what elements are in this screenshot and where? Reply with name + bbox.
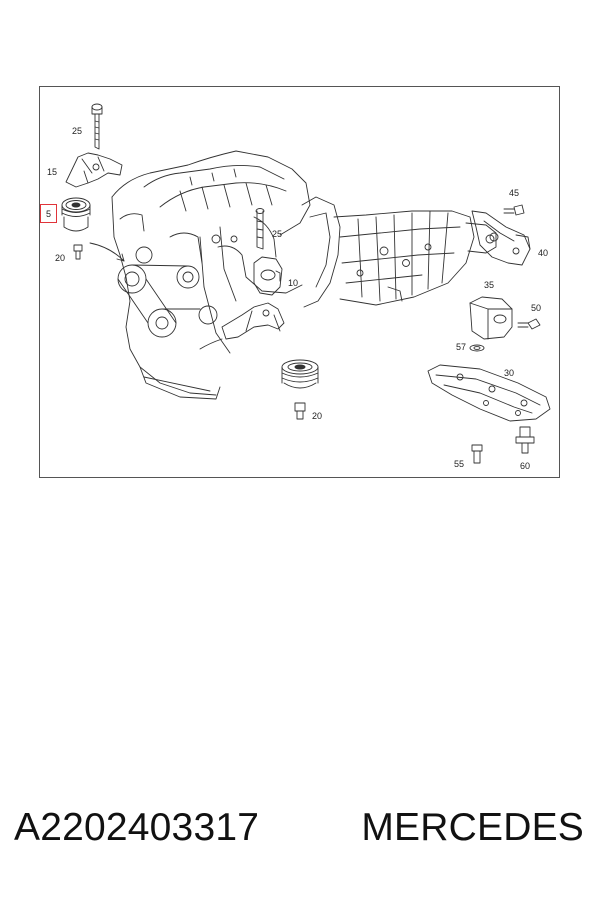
bolt-20-center <box>294 402 306 420</box>
callout-20-center: 20 <box>312 411 323 421</box>
crossmember-30 <box>427 364 551 422</box>
brand-name: MERCEDES <box>361 806 584 849</box>
callout-45: 45 <box>509 188 520 198</box>
callout-40: 40 <box>538 248 549 258</box>
callout-55: 55 <box>454 459 465 469</box>
center-mount <box>281 359 319 389</box>
callout-30: 30 <box>504 368 515 378</box>
engine-bracket <box>199 302 285 350</box>
washer-57 <box>469 344 485 352</box>
engine-mount-5 <box>61 197 91 232</box>
bracket-15 <box>65 152 123 188</box>
mount-arrow <box>89 242 125 262</box>
bolt-25-middle <box>255 208 265 250</box>
callout-10: 10 <box>288 278 299 288</box>
bolt-55 <box>471 444 483 464</box>
bolt-50 <box>517 318 541 330</box>
transmission-bracket-40 <box>471 210 531 266</box>
bolt-25-top <box>91 103 103 150</box>
callout-5: 5 <box>46 209 52 219</box>
exploded-view-drawing <box>61 103 551 464</box>
callout-60: 60 <box>520 461 531 471</box>
product-caption: A2202403317 MERCEDES <box>0 806 600 856</box>
bolt-45 <box>503 204 525 216</box>
engine-block <box>111 150 311 400</box>
highlight-callout-5[interactable] <box>40 204 57 223</box>
bolt-20-left <box>73 244 83 260</box>
callout-35: 35 <box>484 280 495 290</box>
bolt-60 <box>515 426 535 454</box>
callout-20-left: 20 <box>55 253 66 263</box>
callout-25-middle: 25 <box>272 229 283 239</box>
callout-50: 50 <box>531 303 542 313</box>
transmission-mount-35 <box>469 296 513 340</box>
engine-mount-10 <box>253 256 283 296</box>
part-number: A2202403317 <box>14 806 260 849</box>
parts-diagram: 25 15 5 20 25 10 20 45 40 35 50 57 30 55… <box>39 86 560 478</box>
callout-57: 57 <box>456 342 467 352</box>
callout-25-top: 25 <box>72 126 83 136</box>
transmission <box>301 196 497 308</box>
mount-arrow-head <box>116 253 125 262</box>
callout-15: 15 <box>47 167 58 177</box>
